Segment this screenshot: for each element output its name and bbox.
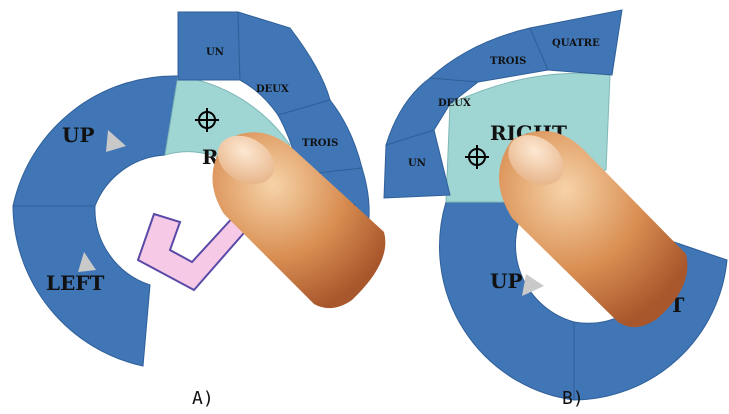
up-direction-triangle [522,274,544,296]
submenu-item-deux[interactable] [237,11,331,116]
label-left: LEFT [46,271,105,295]
crosshair-icon [195,108,219,132]
gesture-arrow-icon [136,212,252,292]
label-trois: TROIS [490,56,526,67]
label-deux: DEUX [256,84,289,95]
caption-b: B) [562,388,584,409]
menu-item-up[interactable] [12,75,179,207]
panel-a: UP LEFT R UN DEUX TROIS E A) [12,11,386,409]
submenu-item-un[interactable] [177,11,241,81]
label-un: UN [408,158,426,169]
label-deux: DEUX [438,98,471,109]
label-up: UP [490,269,522,293]
panel-b: UP LEFT RIGHT UN DEUX TROIS QUATRE B) [383,9,728,409]
label-quatre: QUATRE [552,38,600,49]
submenu-item-deux[interactable] [385,77,480,146]
caption-a: A) [192,388,214,409]
left-direction-triangle [78,252,96,272]
label-un: UN [206,47,224,58]
submenu-item-quatre[interactable] [529,9,623,76]
crosshair-icon [465,145,489,169]
submenu-item-trois[interactable] [428,27,549,83]
label-trois: TROIS [302,138,338,149]
label-up: UP [62,123,94,147]
up-direction-triangle [106,130,126,152]
finger-icon [212,132,386,309]
menu-item-left[interactable] [12,205,151,367]
menu-item-up[interactable] [439,201,575,401]
finger-icon [499,131,688,328]
